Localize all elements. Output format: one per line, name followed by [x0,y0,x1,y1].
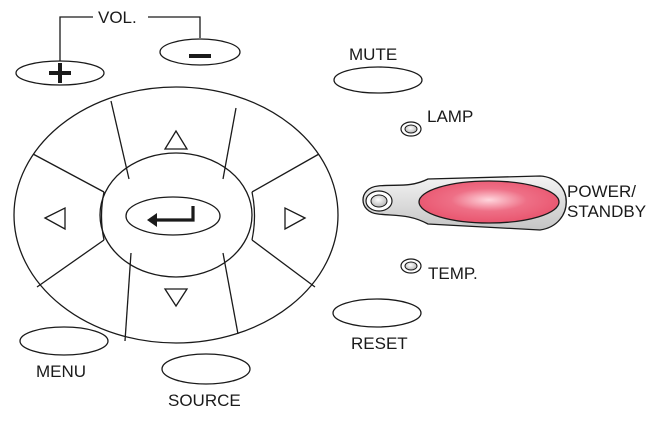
menu-button[interactable] [19,326,109,356]
reset-label: RESET [351,334,408,353]
enter-arrow-icon [147,206,195,227]
power-standby-button[interactable] [418,180,560,224]
volume-down-button[interactable] [159,38,241,66]
source-label: SOURCE [168,391,241,410]
temp-indicator [400,258,422,274]
lamp-label: LAMP [427,107,474,126]
dpad-outline [13,86,339,344]
lamp-indicator [400,121,422,137]
enter-button[interactable] [125,196,221,236]
volume-label: VOL. [98,8,137,27]
power-label-line1: POWER/ [567,182,636,201]
dpad-left-button[interactable] [43,206,66,231]
mute-label: MUTE [349,45,398,64]
directional-pad [13,86,339,344]
source-button[interactable] [161,353,251,385]
dpad-inner-ring [99,152,253,278]
power-indicator-led [365,190,393,212]
menu-label: MENU [36,362,87,381]
plus-icon [49,63,71,83]
dpad-down-button[interactable] [163,288,189,308]
reset-button[interactable] [332,298,422,328]
dpad-up-button[interactable] [163,129,189,150]
volume-up-button[interactable] [15,60,105,86]
temp-label: TEMP. [428,264,478,283]
power-label-line2: STANDBY [567,202,647,221]
mute-button[interactable] [333,66,423,94]
power-standby-assembly [362,175,567,231]
dpad-right-button[interactable] [284,206,307,231]
volume-bracket [59,16,201,63]
